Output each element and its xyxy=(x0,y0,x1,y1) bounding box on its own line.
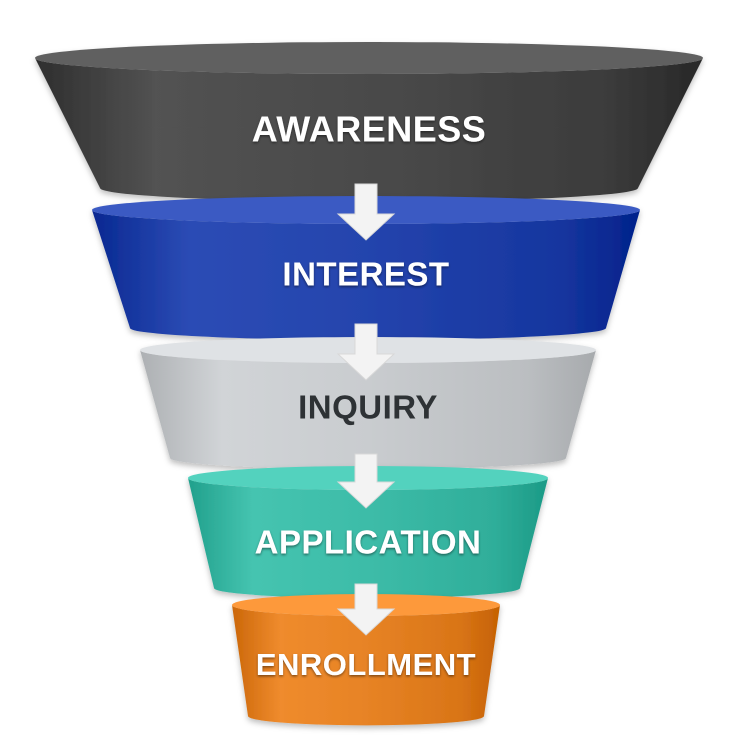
stage-enrollment-label: ENROLLMENT xyxy=(256,647,476,682)
down-arrow-icon xyxy=(336,323,396,381)
stage-awareness-band xyxy=(35,58,703,202)
stage-enrollment: ENROLLMENT xyxy=(232,594,500,726)
arrow-inquiry-to-application xyxy=(336,453,396,509)
stage-awareness-label: AWARENESS xyxy=(252,109,487,150)
stage-application-band xyxy=(188,478,548,599)
stage-awareness: AWARENESS xyxy=(35,42,703,202)
down-arrow-icon xyxy=(336,183,396,241)
stage-inquiry: INQUIRY xyxy=(140,337,596,470)
stage-inquiry-label: INQUIRY xyxy=(298,389,438,426)
arrow-application-to-enrollment xyxy=(336,583,396,636)
stage-awareness-rim xyxy=(35,42,703,74)
stage-interest-band xyxy=(92,210,640,340)
down-arrow-icon xyxy=(336,583,396,636)
stage-application-label: APPLICATION xyxy=(255,524,482,561)
stage-interest: INTEREST xyxy=(92,196,640,340)
stage-enrollment-band xyxy=(232,605,500,726)
arrow-interest-to-inquiry xyxy=(336,323,396,381)
stage-inquiry-band xyxy=(140,350,596,470)
down-arrow-icon xyxy=(336,453,396,509)
arrow-awareness-to-interest xyxy=(336,183,396,241)
stage-interest-label: INTEREST xyxy=(282,256,449,293)
